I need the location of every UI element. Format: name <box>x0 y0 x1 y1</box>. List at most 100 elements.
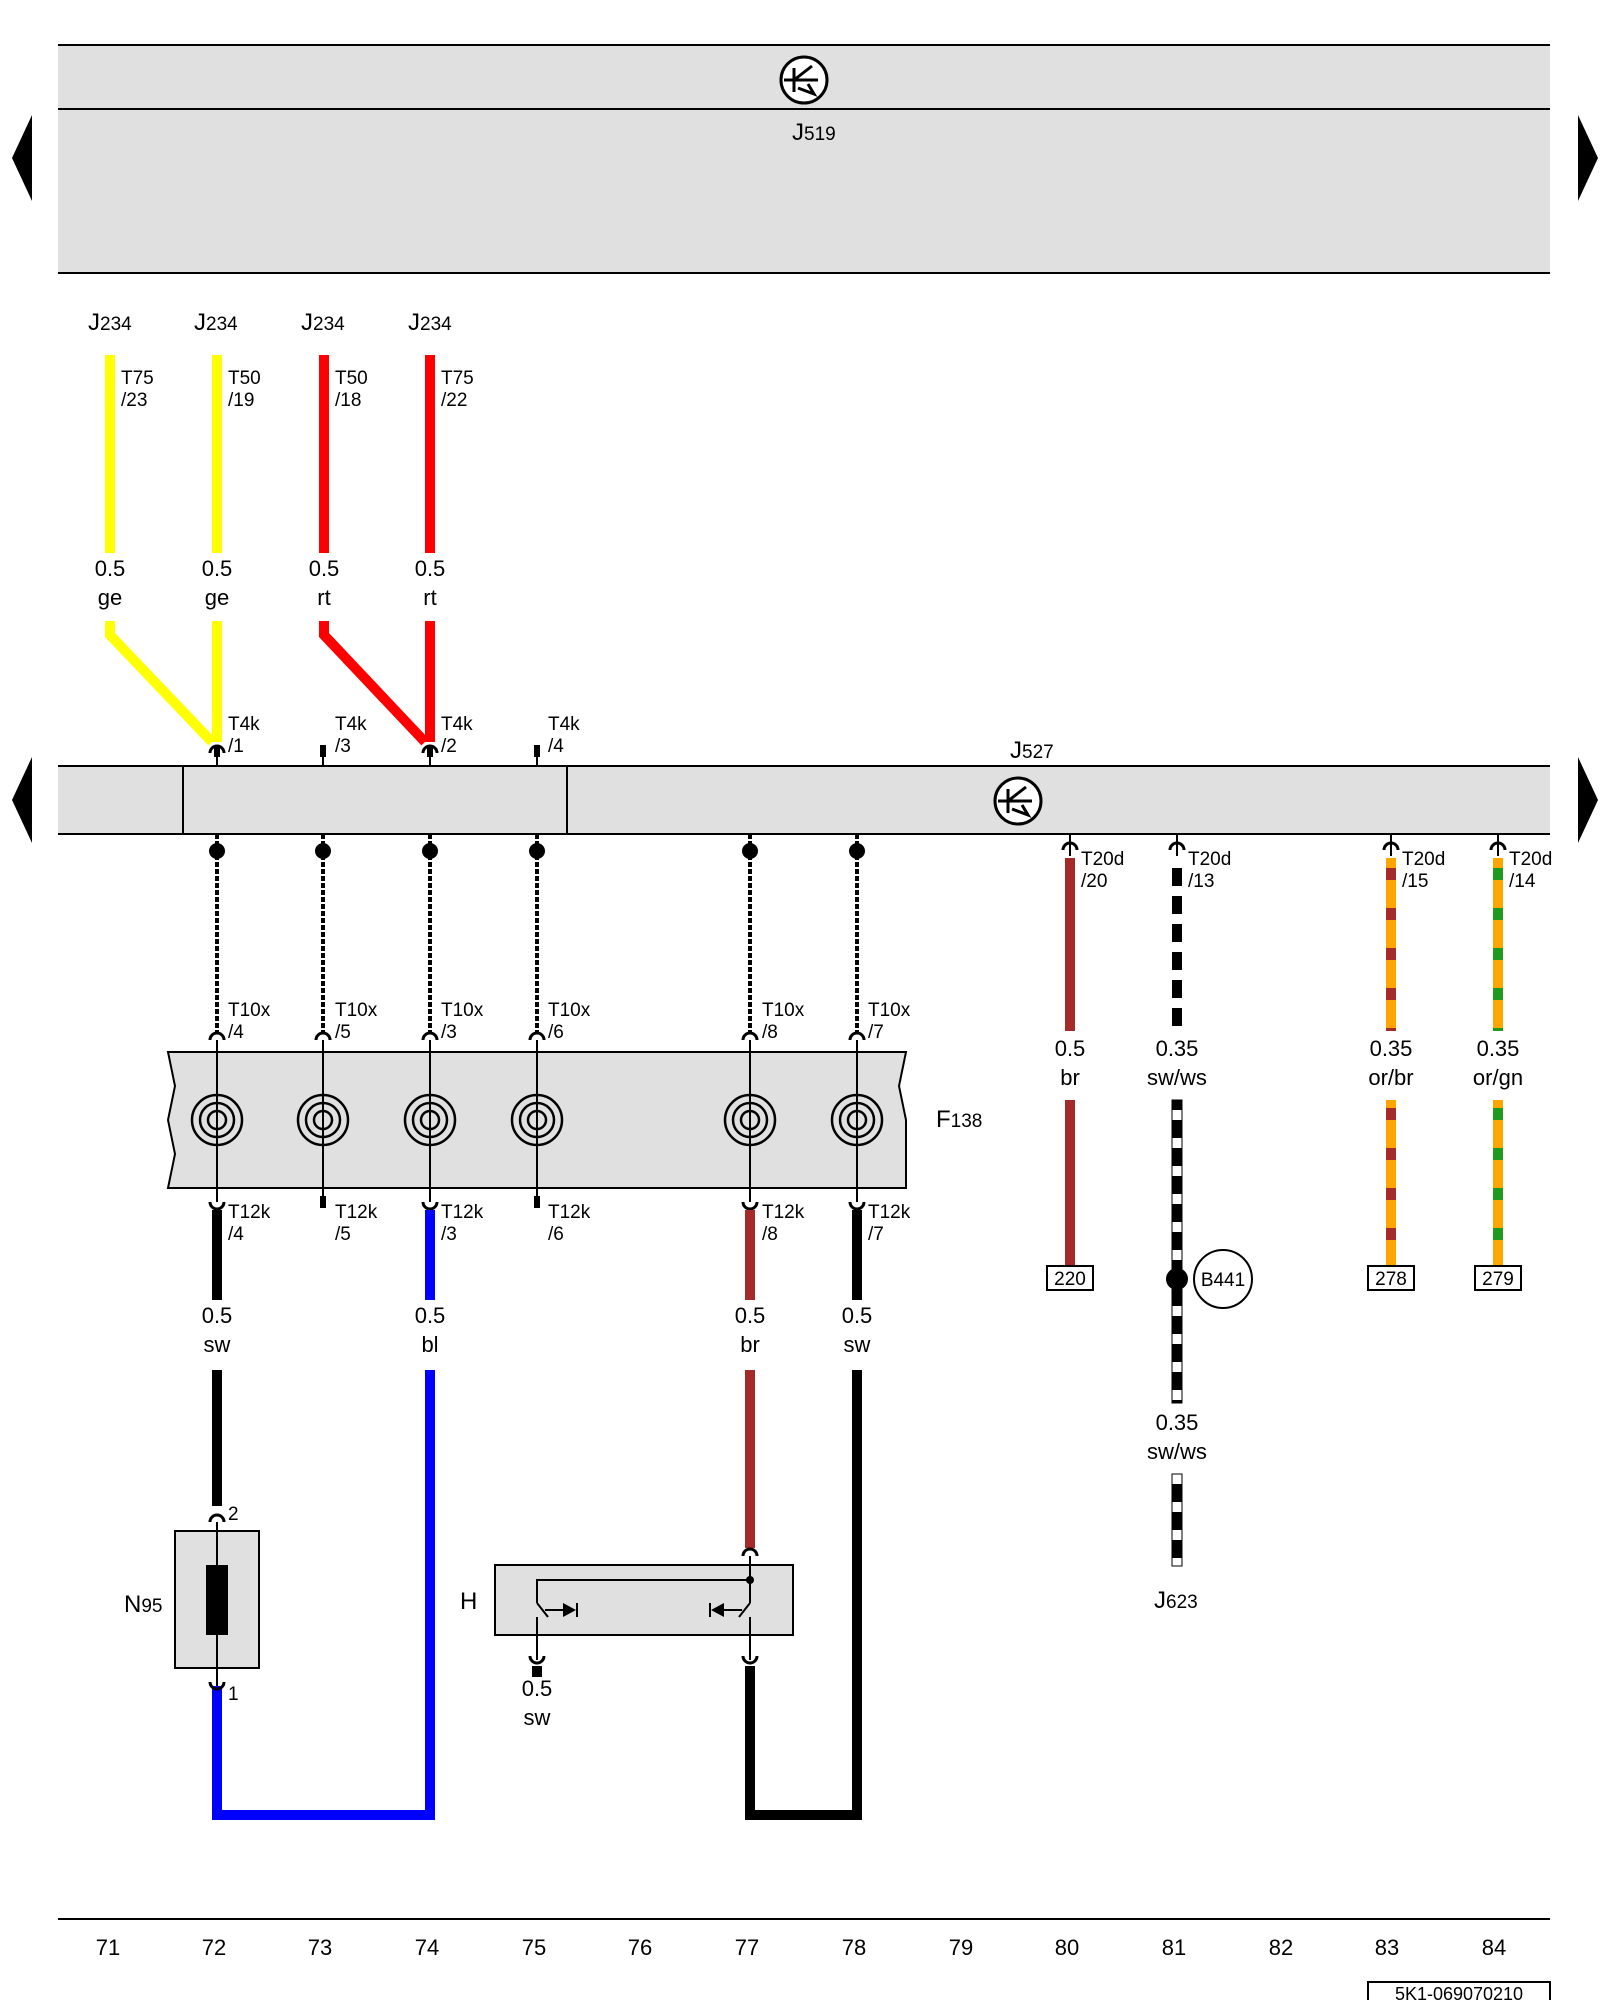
wire-color-label: rt <box>317 585 330 610</box>
j234-wire-specs: 0.5 ge 0.5 ge 0.5 rt 0.5 rt <box>95 556 446 610</box>
wire-size-label: 0.35 <box>1156 1410 1199 1435</box>
pin-label: /7 <box>868 1224 884 1245</box>
pin-label: T10x <box>762 1000 805 1021</box>
pin-label: T20d <box>1188 849 1231 870</box>
wire-size-label: 0.5 <box>202 1303 233 1328</box>
pin-label: T4k <box>441 714 473 735</box>
j623-label-sub: 623 <box>1166 1592 1198 1613</box>
wire-size-label: 0.5 <box>95 556 126 581</box>
column-number: 75 <box>522 1935 546 1960</box>
pin-label: /1 <box>228 736 244 757</box>
pin-label: T20d <box>1081 849 1124 870</box>
reference-label[interactable]: 220 <box>1054 1269 1086 1290</box>
j527-label-main: J <box>1010 737 1022 764</box>
pin-label: /19 <box>228 390 254 411</box>
n95-label-main: N <box>124 1591 141 1618</box>
svg-text:J234: J234 <box>88 309 132 336</box>
h-label: H <box>460 1588 477 1615</box>
pin-label: T4k <box>335 714 367 735</box>
pin-label: T12k <box>548 1202 591 1223</box>
pin-label: /18 <box>335 390 361 411</box>
pin-label: T12k <box>441 1202 484 1223</box>
column-number: 81 <box>1162 1935 1186 1960</box>
pin-label: /4 <box>228 1022 244 1043</box>
pin-label: T75 <box>441 368 474 389</box>
column-number: 84 <box>1482 1935 1506 1960</box>
column-number: 71 <box>96 1935 120 1960</box>
wire-orbr-83-lower <box>1386 1100 1396 1266</box>
svg-text:F138: F138 <box>936 1106 982 1133</box>
component-h: H <box>460 1547 794 1665</box>
pin-label: /15 <box>1402 871 1428 892</box>
wire-color-label: sw/ws <box>1147 1439 1207 1464</box>
pin-label: /5 <box>335 1022 351 1043</box>
column-number: 78 <box>842 1935 866 1960</box>
wire-color-label: bl <box>421 1332 438 1357</box>
pin-label: T10x <box>441 1000 484 1021</box>
nav-left-arrow-middle[interactable] <box>12 757 32 843</box>
reference-box[interactable] <box>1367 1265 1415 1291</box>
document-id: 5K1-069070210 <box>1367 1981 1551 2000</box>
reference-box[interactable] <box>1046 1265 1094 1291</box>
wire-size-label: 0.5 <box>415 1303 446 1328</box>
wire-color-label: br <box>1060 1065 1080 1090</box>
column-ruler: 71 72 73 74 75 76 77 78 79 80 81 82 83 8… <box>58 1918 1550 1960</box>
j234-label-3-main: J <box>301 309 313 336</box>
column-number: 83 <box>1375 1935 1399 1960</box>
pin-label: /3 <box>335 736 351 757</box>
t20d-connector: T20d /20 T20d /13 T20d /15 T20d /14 <box>1061 834 1552 892</box>
reference-box[interactable] <box>1474 1265 1522 1291</box>
wire-orgn-84-upper <box>1493 858 1503 1031</box>
pin-label: /3 <box>441 1022 457 1043</box>
pin-label: T50 <box>335 368 368 389</box>
wire-size-label: 0.35 <box>1477 1036 1520 1061</box>
pin-label: T12k <box>335 1202 378 1223</box>
control-unit-j527: J527 <box>58 737 1550 835</box>
upper-source-wires <box>105 355 435 746</box>
svg-text:J234: J234 <box>194 309 238 336</box>
j519-label-sub: 519 <box>804 124 836 145</box>
nav-left-arrow-top[interactable] <box>12 115 32 201</box>
column-number: 72 <box>202 1935 226 1960</box>
pin-label: /13 <box>1188 871 1214 892</box>
reference-label[interactable]: 278 <box>1375 1269 1407 1290</box>
wire-color-label: br <box>740 1332 760 1357</box>
t12k-connector: T12k /4 T12k /5 T12k /3 T12k /6 T12k /8 … <box>208 1196 911 1245</box>
right-wire-specs: 0.5 br 0.35 sw/ws 0.35 or/br 0.35 or/gn … <box>1055 1036 1523 1464</box>
pin-label: /8 <box>762 1022 778 1043</box>
j234-label-2-sub: 234 <box>206 314 238 335</box>
j527-label-sub: 527 <box>1022 742 1054 763</box>
nav-right-arrow-top[interactable] <box>1578 115 1598 201</box>
j234-source-labels: J234 J234 J234 J234 <box>88 309 452 336</box>
column-number: 77 <box>735 1935 759 1960</box>
column-number: 79 <box>949 1935 973 1960</box>
pin-label: T12k <box>228 1202 271 1223</box>
wire-size-label: 0.35 <box>1370 1036 1413 1061</box>
pin-label: T4k <box>228 714 260 735</box>
pin-label: T4k <box>548 714 580 735</box>
pin-label: /23 <box>121 390 147 411</box>
pin-label: T10x <box>868 1000 911 1021</box>
b441-label: B441 <box>1201 1270 1245 1291</box>
pin-label: T50 <box>228 368 261 389</box>
pin-label: 1 <box>228 1684 239 1705</box>
pin-label: T10x <box>228 1000 271 1021</box>
pin-label: T12k <box>868 1202 911 1223</box>
n95-label-sub: 95 <box>141 1596 162 1617</box>
pin-label: T10x <box>548 1000 591 1021</box>
pin-label: /20 <box>1081 871 1107 892</box>
j234-label-1-main: J <box>88 309 100 336</box>
electronic-unit-icon <box>993 776 1043 826</box>
wire-ge-1-lower <box>105 621 216 746</box>
pin-label: 2 <box>228 1504 239 1525</box>
nav-right-arrow-middle[interactable] <box>1578 757 1598 843</box>
pin-label: /3 <box>441 1224 457 1245</box>
reference-boxes: 220 278 279 <box>1046 1265 1522 1291</box>
column-number: 80 <box>1055 1935 1079 1960</box>
wire-rt-1-lower <box>319 621 429 746</box>
wire-size-label: 0.5 <box>309 556 340 581</box>
svg-text:J234: J234 <box>301 309 345 336</box>
wire-color-label: ge <box>205 585 229 610</box>
reference-label[interactable]: 279 <box>1482 1269 1514 1290</box>
column-number: 73 <box>308 1935 332 1960</box>
